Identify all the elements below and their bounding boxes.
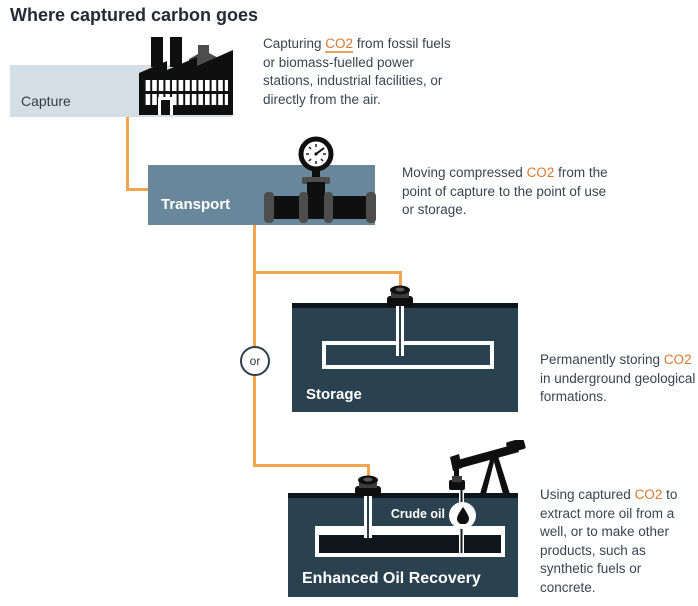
eor-desc-co2: CO2 [634,487,663,502]
connector-capture-to-transport-horizontal [126,188,151,191]
injection-wellhead-icon [354,474,382,496]
connector-branch-storage-stub [399,271,402,286]
connector-branch-eor-horizontal [253,464,370,467]
storage-desc-co2: CO2 [663,352,692,367]
eor-oil-reservoir [315,526,505,557]
storage-desc-post: in underground geological formations. [540,370,696,405]
or-label: or [249,354,261,368]
factory-icon [139,37,233,115]
page-title: Where captured carbon goes [10,5,259,25]
transport-description: Moving compressed CO2 from the point of … [402,164,620,220]
eor-injection-pipe [364,496,372,538]
capture-label: Capture [21,93,71,109]
connector-capture-to-transport-vertical [126,117,129,191]
storage-label: Storage [306,386,362,403]
pipeline-gauge-icon [264,136,376,225]
or-badge: or [240,346,270,376]
storage-well-pipe [396,306,404,356]
connector-branch-eor-stub [367,464,370,479]
storage-description: Permanently storing CO2 in underground g… [540,351,698,407]
transport-desc-co2: CO2 [526,165,555,180]
connector-branch-storage-horizontal [253,271,402,274]
injection-wellhead-icon [386,284,414,306]
pumpjack-icon [444,438,526,494]
eor-desc-post: to extract more oil from a well, or to m… [540,487,678,595]
crude-oil-label: Crude oil [390,507,445,521]
transport-desc-post: from the point of capture to the point o… [402,165,608,217]
oil-drop-icon [449,502,476,529]
transport-label: Transport [161,196,231,213]
storage-reservoir [322,341,494,369]
storage-desc-pre: Permanently storing [540,352,664,367]
capture-description: Capturing CO2 from fossil fuels or bioma… [263,35,463,109]
eor-desc-pre: Using captured [540,487,635,502]
eor-description: Using captured CO2 to extract more oil f… [540,486,698,597]
capture-desc-co2: CO2 [325,36,354,53]
capture-desc-pre: Capturing [263,36,326,51]
capture-desc-post: from fossil fuels or biomass-fuelled pow… [263,36,451,107]
transport-desc-pre: Moving compressed [402,165,527,180]
eor-label: Enhanced Oil Recovery [302,570,481,587]
eor-ground-line [288,493,518,498]
